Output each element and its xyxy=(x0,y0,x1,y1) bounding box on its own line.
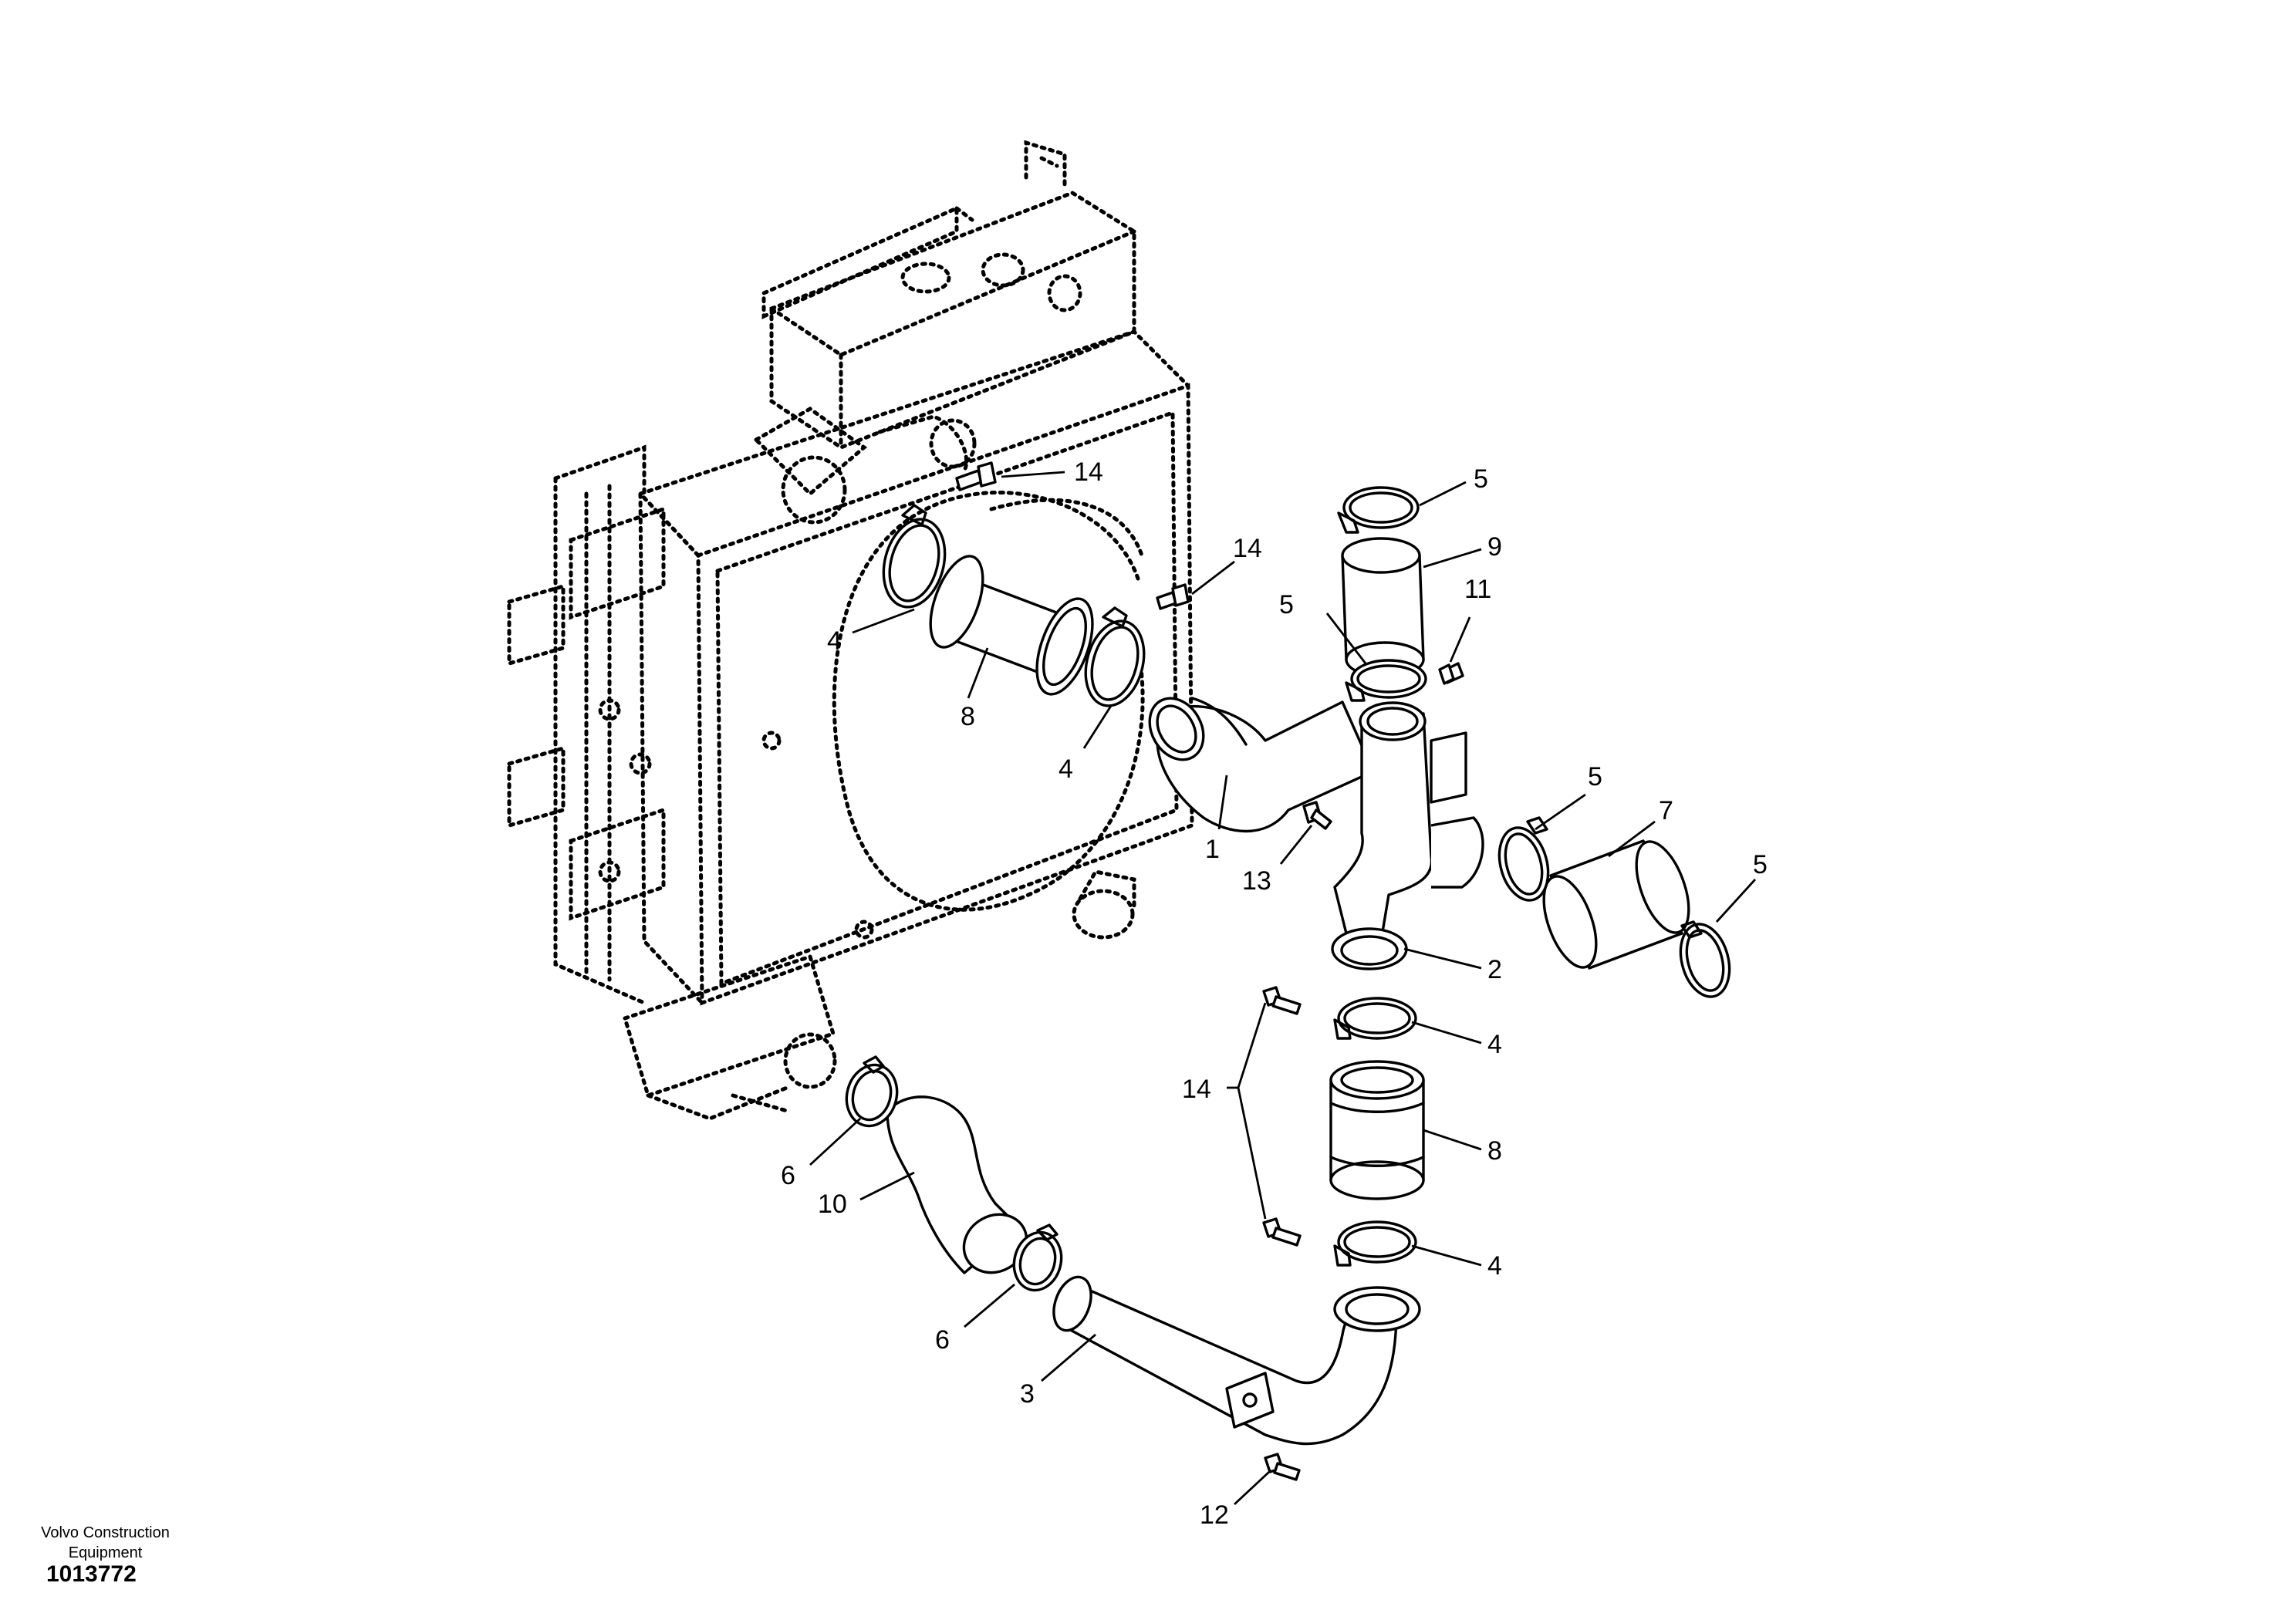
callout-5-mid: 5 xyxy=(1279,590,1294,619)
callout-4-lower-a: 4 xyxy=(1487,1030,1502,1059)
radiator-assembly xyxy=(507,140,1194,1121)
part-7-hose xyxy=(1542,839,1690,970)
part-8-coupling-upper xyxy=(929,555,1094,696)
callout-6-upper: 6 xyxy=(781,1161,795,1190)
callout-5-right-a: 5 xyxy=(1588,762,1602,791)
brand-line-1: Volvo Construction xyxy=(41,1524,170,1541)
callout-9: 9 xyxy=(1487,532,1502,562)
callout-14-top: 14 xyxy=(1074,457,1103,487)
clamps xyxy=(845,486,1731,1292)
callout-numbers: 14 14 5 9 5 11 4 8 4 1 13 5 7 5 2 4 14 8… xyxy=(781,457,1768,1530)
callout-4-upper-left: 4 xyxy=(827,626,842,656)
brand-line-2: Equipment xyxy=(68,1544,143,1561)
callout-12: 12 xyxy=(1200,1500,1229,1530)
part-9-hose xyxy=(1341,537,1425,678)
part-8-coupling-lower xyxy=(1329,1060,1425,1200)
part-10-bent-hose xyxy=(886,1095,1028,1274)
part-3-lower-pipe xyxy=(1052,1275,1421,1446)
bolts xyxy=(955,461,1464,1481)
callout-11: 11 xyxy=(1464,575,1491,604)
callout-6-lower: 6 xyxy=(935,1325,950,1355)
callout-4-lower-b: 4 xyxy=(1487,1251,1502,1281)
callout-8-upper: 8 xyxy=(961,702,975,731)
callout-8-lower: 8 xyxy=(1487,1136,1502,1166)
leader-lines xyxy=(809,471,1757,1506)
callout-5-top: 5 xyxy=(1474,464,1488,494)
brand-label: Volvo Construction Equipment xyxy=(26,1523,184,1563)
callout-7: 7 xyxy=(1659,796,1673,825)
callout-5-right-b: 5 xyxy=(1753,850,1768,879)
part-1-upper-pipe xyxy=(1148,697,1375,833)
callout-1: 1 xyxy=(1205,835,1220,864)
part-2-tee-pipe xyxy=(1331,701,1484,970)
callout-14-mid: 14 xyxy=(1233,534,1262,563)
document-number: 1013772 xyxy=(46,1561,137,1587)
callout-14-lower: 14 xyxy=(1182,1075,1211,1104)
callout-13: 13 xyxy=(1242,866,1271,896)
callout-10: 10 xyxy=(818,1190,847,1219)
callout-3: 3 xyxy=(1020,1379,1035,1409)
callout-2: 2 xyxy=(1487,955,1502,984)
callout-4-upper-right: 4 xyxy=(1059,754,1073,784)
